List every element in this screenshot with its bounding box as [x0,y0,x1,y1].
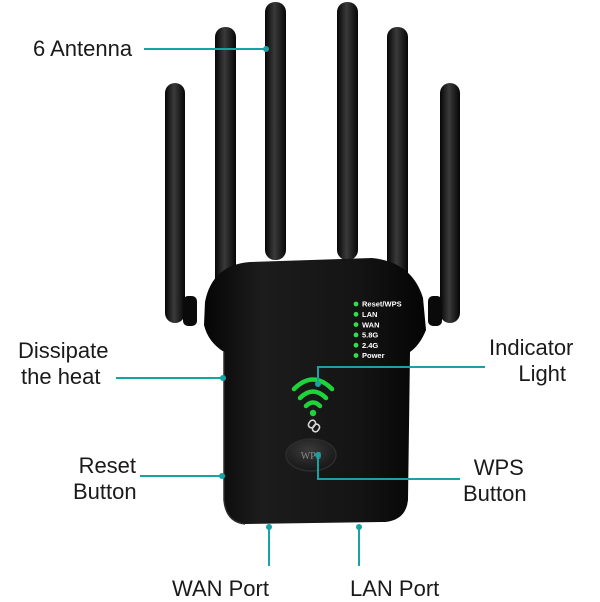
indicator-led-5 [353,353,359,358]
antenna-4 [337,2,358,260]
wifi-icon [291,377,335,417]
indicator-label-0: Reset/WPS [362,300,402,309]
reset-button-line2: Button [73,479,137,504]
antenna-hinge-left [183,296,197,326]
indicator-light-line2: Light [518,361,567,386]
dissipate-heat-label: Dissipate the heat [18,338,108,390]
lan-port-label: LAN Port [350,576,440,601]
indicator-led-1 [353,311,359,317]
callout-lines [116,48,485,566]
indicator-label-3: 5.8G [362,331,378,340]
indicator-led-4 [353,342,359,348]
wps-button[interactable]: WPS [285,438,337,472]
indicator-light-line1: Indicator [489,335,574,360]
antenna-hinge-right [428,296,442,326]
indicator-label-5: Power [362,351,385,360]
reset-button-label: Reset Button [73,453,137,505]
antenna-label: 6 Antenna [33,36,133,61]
indicator-label-4: 2.4G [362,341,378,350]
link-icon [307,419,321,433]
callout-dots [219,46,362,530]
indicator-led-0 [353,301,359,307]
antenna-3 [265,2,286,260]
reset-button-line1: Reset [78,453,137,478]
dissipate-heat-line2: the heat [21,364,101,389]
wps-button-callout-label: WPS Button [463,455,527,507]
antenna-5 [387,27,408,289]
wps-button-line1: WPS [473,455,524,480]
indicator-led-2 [353,322,359,327]
indicator-label-2: WAN [362,320,380,329]
dissipate-heat-line1: Dissipate [18,338,109,363]
antenna-2 [215,27,236,289]
wps-button-line2: Button [463,481,527,506]
antenna-6 [440,83,460,323]
antenna-group [165,2,460,326]
indicator-light-label: Indicator Light [489,335,573,387]
body-edge-highlight [223,352,246,525]
indicator-led-3 [353,332,359,338]
indicator-label-1: LAN [362,310,377,319]
wps-button-label: WPS [301,451,322,462]
wan-port-label: WAN Port [172,576,269,601]
antenna-1 [165,83,185,323]
